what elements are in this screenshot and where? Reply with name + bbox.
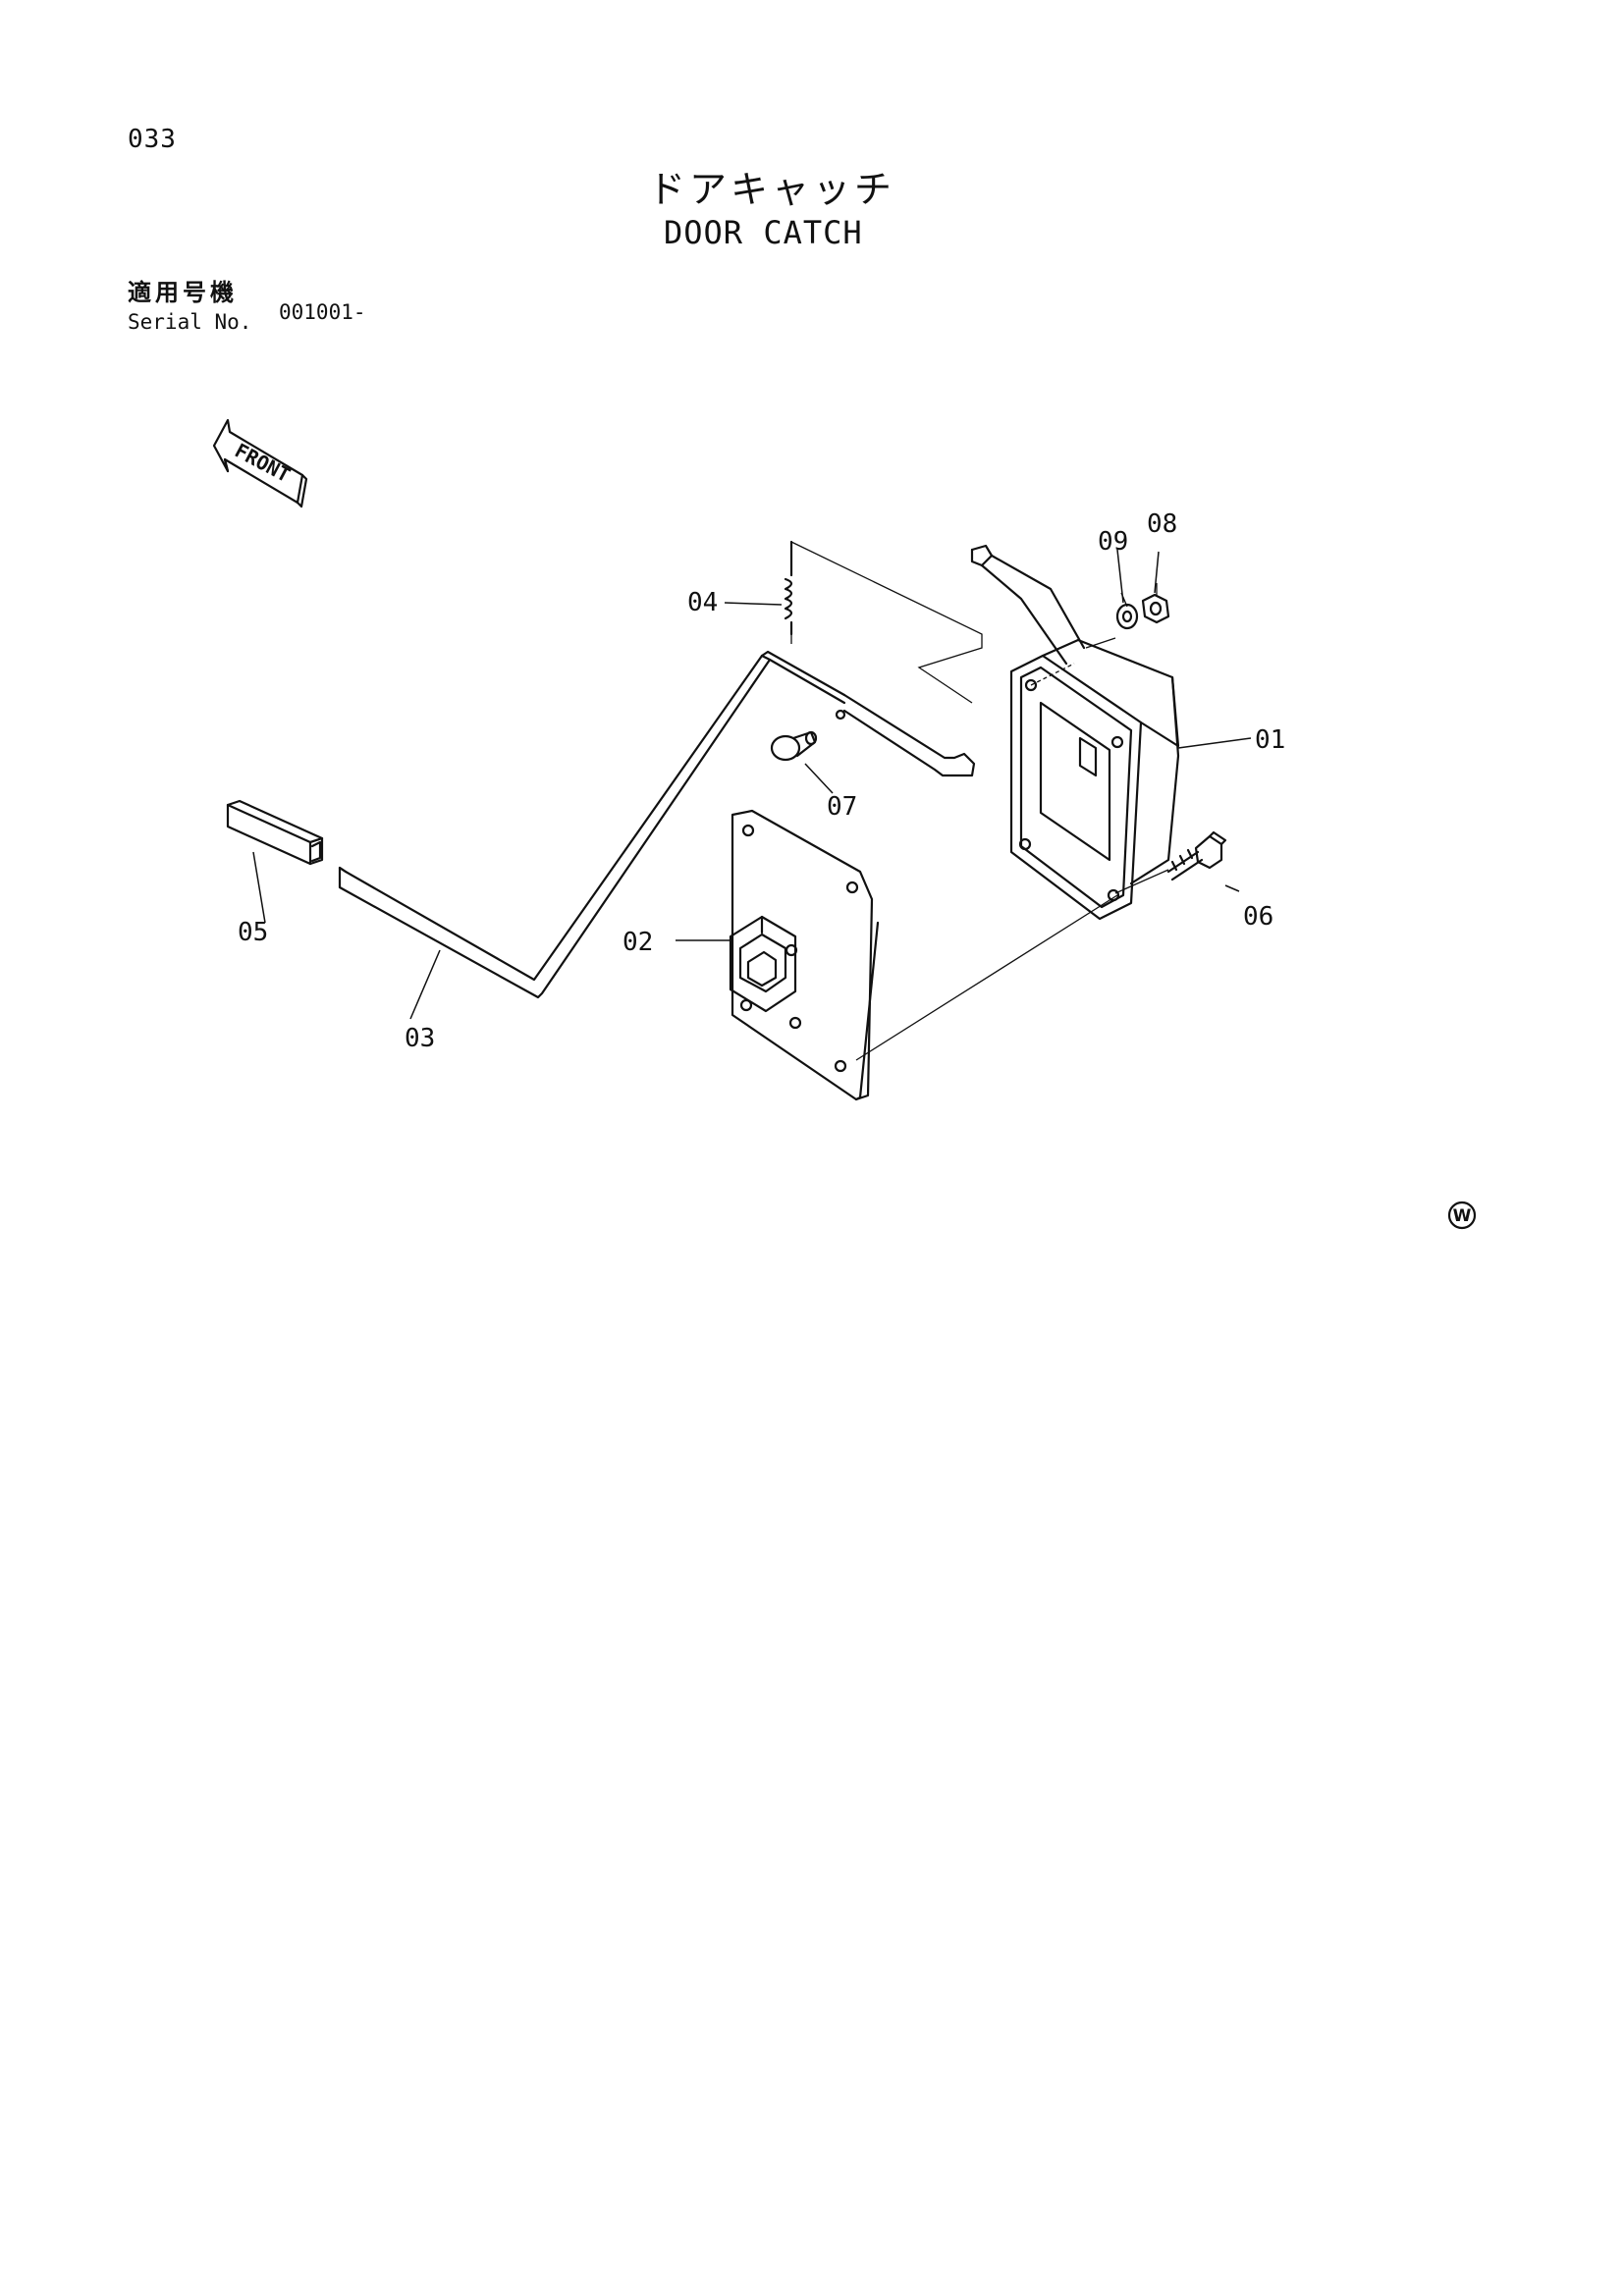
part-01-housing [1009,638,1180,921]
circled-w-mark-icon: W [1447,1201,1477,1230]
circled-w-letter: W [1453,1206,1472,1226]
callout-01: 01 [1255,725,1285,755]
callout-07: 07 [827,792,857,822]
part-04-spring [784,540,793,636]
part-09-washer [1115,603,1139,630]
serial-label-japanese: 適用号機 [128,279,238,306]
callout-06: 06 [1243,902,1273,932]
callout-03: 03 [405,1024,435,1053]
front-label: FRONT [231,439,294,487]
serial-label-english: Serial No. [128,310,252,334]
part-lever-arm [835,693,976,777]
title-japanese: ドアキャッチ [648,168,896,211]
page-number: 033 [128,125,177,154]
callout-02: 02 [623,928,653,957]
part-06-bolt [1166,830,1227,881]
part-03-rod [338,650,846,999]
part-08-nut [1141,593,1170,624]
callout-09: 09 [1098,527,1128,557]
serial-value: 001001- [279,300,366,324]
part-bracket-arm [970,544,1086,666]
callout-04: 04 [687,588,718,617]
callout-08: 08 [1147,509,1177,539]
callout-05: 05 [238,918,268,947]
title-english: DOOR CATCH [664,214,863,251]
part-05-cap [226,799,324,866]
front-arrow-icon: FRONT [212,418,308,508]
part-07-pin [770,730,818,762]
part-02-plate [729,809,880,1101]
